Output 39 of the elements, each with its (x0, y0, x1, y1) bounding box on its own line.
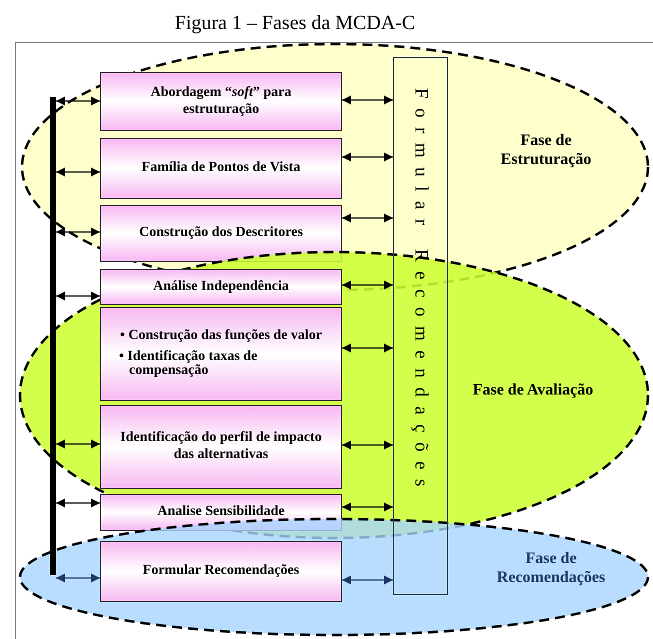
process-box (100, 269, 342, 305)
double-arrow (56, 498, 100, 508)
double-arrow (342, 440, 393, 450)
double-arrow (56, 292, 100, 300)
box-label: Analise Sensibilidade (157, 504, 285, 521)
process-box (100, 138, 342, 199)
vertical-label: Formular Recomendações (410, 88, 432, 498)
box-label: Análise Independência (153, 278, 289, 296)
double-arrow (342, 96, 393, 104)
phase-label: Fase de Recomendações (496, 548, 606, 588)
box-label: Família de Pontos de Vista (142, 160, 300, 177)
process-box (100, 541, 342, 602)
bullet-item: • Construção das funções de valor (120, 328, 322, 344)
process-box (100, 307, 342, 401)
double-arrow (342, 576, 393, 584)
box-label: Abordagem “soft” para estruturação (150, 84, 292, 118)
box-label: Identificação do perfil de impacto das alternativas (119, 430, 323, 464)
double-arrow (342, 214, 393, 222)
double-arrow (56, 96, 100, 106)
phase-label: Fase de Avaliação (472, 380, 594, 400)
phase-label: Fase de Estruturação (500, 130, 592, 170)
double-arrow (56, 228, 100, 236)
process-box (100, 405, 342, 489)
bullet-item: • Identificação taxas de compensação (119, 350, 258, 380)
double-arrow (342, 280, 393, 290)
double-arrow (342, 152, 393, 162)
figure-title: Figura 1 – Fases da MCDA-C (174, 12, 416, 35)
process-box (100, 72, 342, 131)
vertical-box (393, 57, 448, 595)
process-box (100, 205, 342, 262)
double-arrow (342, 502, 393, 512)
vertical-bar (50, 97, 56, 575)
double-arrow (342, 344, 393, 352)
double-arrow (56, 574, 100, 582)
box-label: Construção dos Descritores (139, 225, 303, 242)
double-arrow (56, 440, 100, 448)
phase-ellipse (18, 517, 650, 637)
box-label: Formular Recomendações (142, 563, 300, 580)
double-arrow (56, 168, 100, 176)
